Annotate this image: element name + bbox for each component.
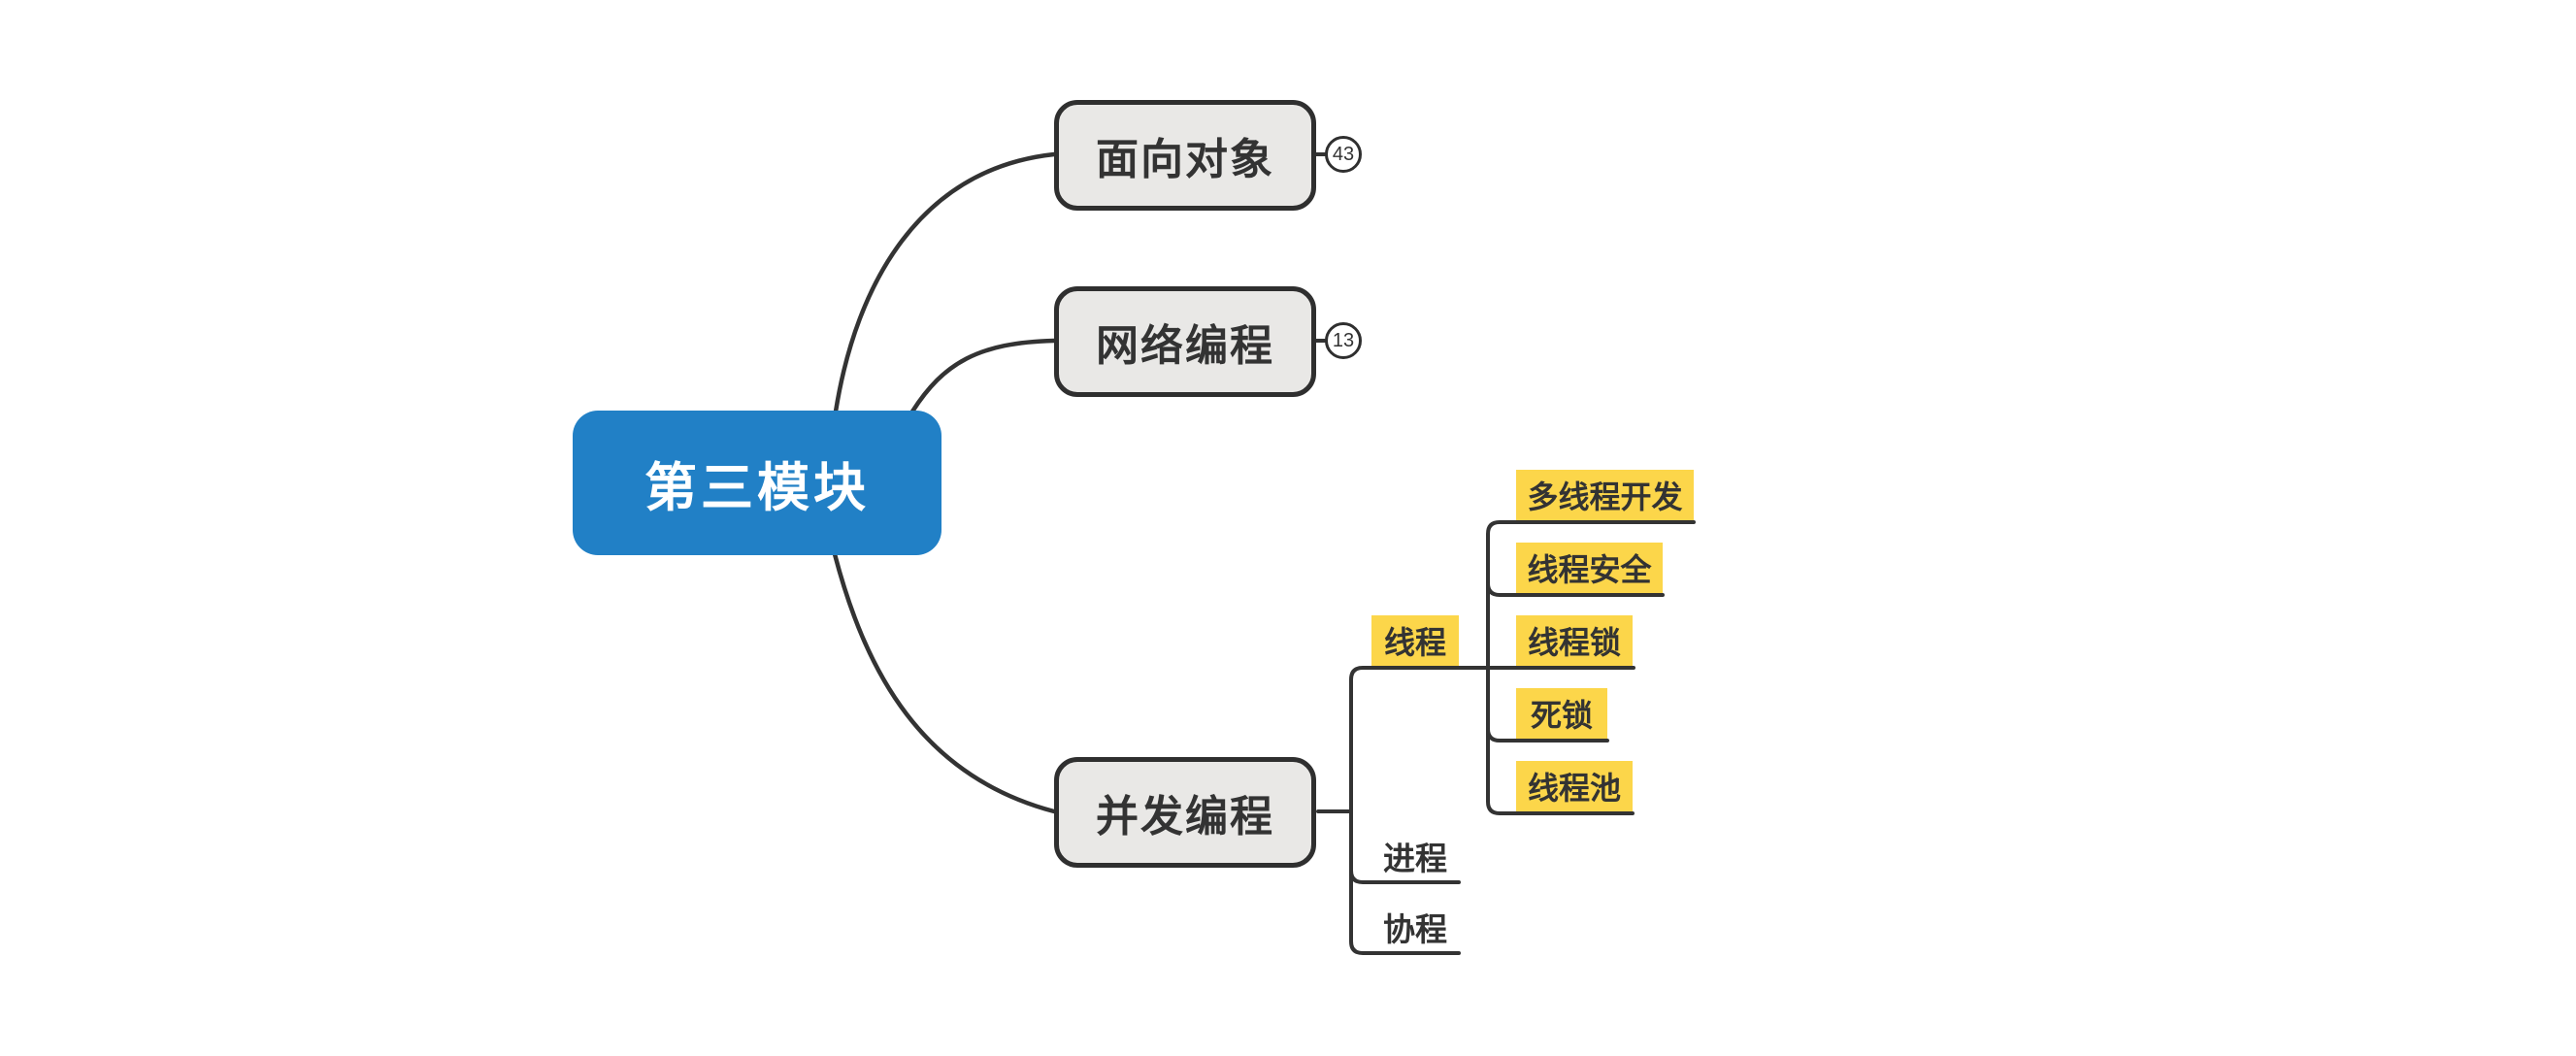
link-root-to-net bbox=[909, 338, 1057, 414]
link-root-to-oop bbox=[833, 151, 1057, 414]
root-node-module-three[interactable]: 第三模块 bbox=[573, 411, 941, 555]
topic-node-thread-lock[interactable]: 线程锁 bbox=[1516, 615, 1633, 666]
topic-node-thread[interactable]: 线程 bbox=[1371, 615, 1459, 666]
topic-node-coroutine[interactable]: 协程 bbox=[1383, 911, 1447, 947]
topic-node-thread-safety[interactable]: 线程安全 bbox=[1516, 543, 1663, 593]
branch-node-concurrent-programming[interactable]: 并发编程 bbox=[1054, 757, 1316, 868]
link-root-to-concurrency bbox=[832, 551, 1057, 814]
topic-node-multithread-dev[interactable]: 多线程开发 bbox=[1516, 470, 1694, 520]
topic-node-thread-pool[interactable]: 线程池 bbox=[1516, 761, 1633, 811]
topic-node-process[interactable]: 进程 bbox=[1383, 841, 1447, 876]
branch-node-network-programming[interactable]: 网络编程 bbox=[1054, 286, 1316, 397]
branch-node-oop[interactable]: 面向对象 bbox=[1054, 100, 1316, 211]
topic-node-deadlock[interactable]: 死锁 bbox=[1516, 688, 1607, 739]
collapse-badge-oop[interactable]: 43 bbox=[1325, 136, 1362, 173]
collapse-badge-network-programming[interactable]: 13 bbox=[1325, 322, 1362, 359]
